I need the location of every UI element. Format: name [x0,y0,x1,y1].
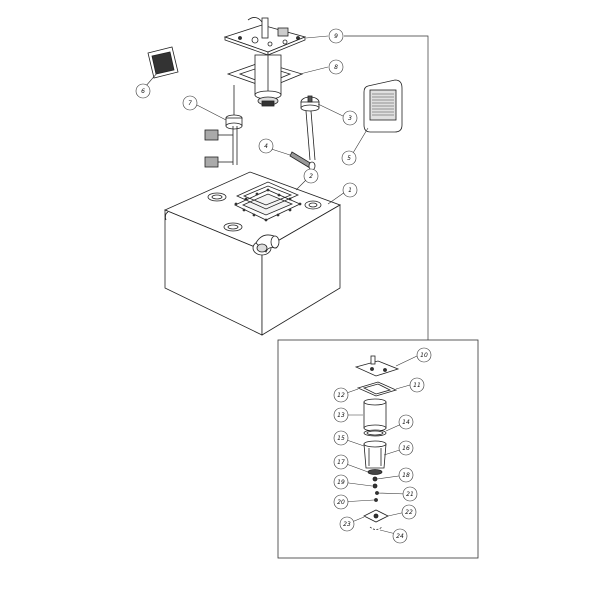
callout-15: 15 [333,430,349,446]
callout-14: 14 [398,414,414,430]
callout-2: 2 [303,168,319,184]
svg-text:11: 11 [413,382,421,389]
svg-text:13: 13 [337,412,345,419]
callout-9: 9 [328,28,344,44]
callout-23: 23 [339,516,355,532]
detail-box [277,339,479,559]
svg-text:19: 19 [337,479,345,486]
svg-text:18: 18 [402,472,410,479]
svg-text:8: 8 [334,64,338,71]
tank-elbow-fitting [252,234,280,256]
callout-20: 20 [333,494,349,510]
svg-text:14: 14 [402,419,410,426]
svg-text:2: 2 [309,173,313,180]
svg-text:4: 4 [264,143,268,150]
svg-text:12: 12 [337,392,345,399]
callout-22: 22 [401,504,417,520]
callout-18: 18 [398,467,414,483]
callout-16: 16 [398,440,414,456]
callout-21: 21 [402,486,418,502]
svg-text:22: 22 [405,509,413,516]
callout-1: 1 [342,182,358,198]
probe-3 [300,95,320,161]
callout-12: 12 [333,387,349,403]
callout-7: 7 [182,95,198,111]
float-lower [204,156,219,168]
float-upper [204,129,219,141]
svg-text:15: 15 [337,435,345,442]
callout-24: 24 [392,528,408,544]
fitting-4 [289,151,316,171]
svg-text:9: 9 [334,33,338,40]
gasket-2 [236,181,300,210]
detail-clip-24 [369,526,383,530]
callout-8: 8 [328,59,344,75]
detail-body-16 [363,443,387,469]
detail-connector-line [344,35,429,340]
sensor-rod-7 [204,85,243,168]
control-box-5 [363,79,403,133]
svg-text:6: 6 [141,88,145,95]
callout-4: 4 [258,138,274,154]
callout-17: 17 [333,454,349,470]
callout-6: 6 [135,83,151,99]
callout-10: 10 [416,347,432,363]
label-plate-6 [147,46,179,79]
svg-text:7: 7 [188,100,192,107]
callout-5: 5 [341,150,357,166]
svg-text:17: 17 [337,459,345,466]
svg-text:16: 16 [402,445,410,452]
svg-text:23: 23 [343,521,351,528]
svg-text:3: 3 [348,115,352,122]
callout-3: 3 [342,110,358,126]
callout-bubbles: 1 2 3 4 5 6 7 8 9 10 11 12 13 14 15 16 1… [135,28,432,544]
callout-11: 11 [409,377,425,393]
detail-pump-exploded [354,355,400,530]
top-plate-fitting [261,17,269,39]
svg-text:21: 21 [406,491,414,498]
callout-13: 13 [333,407,349,423]
svg-text:1: 1 [348,187,352,194]
detail-cylinder-13 [363,401,387,429]
callout-19: 19 [333,474,349,490]
svg-text:10: 10 [420,352,428,359]
svg-text:24: 24 [396,533,404,540]
tank-right-face [261,204,341,336]
pump-top-assembly [223,17,307,107]
svg-text:20: 20 [337,499,345,506]
svg-text:5: 5 [347,155,351,162]
